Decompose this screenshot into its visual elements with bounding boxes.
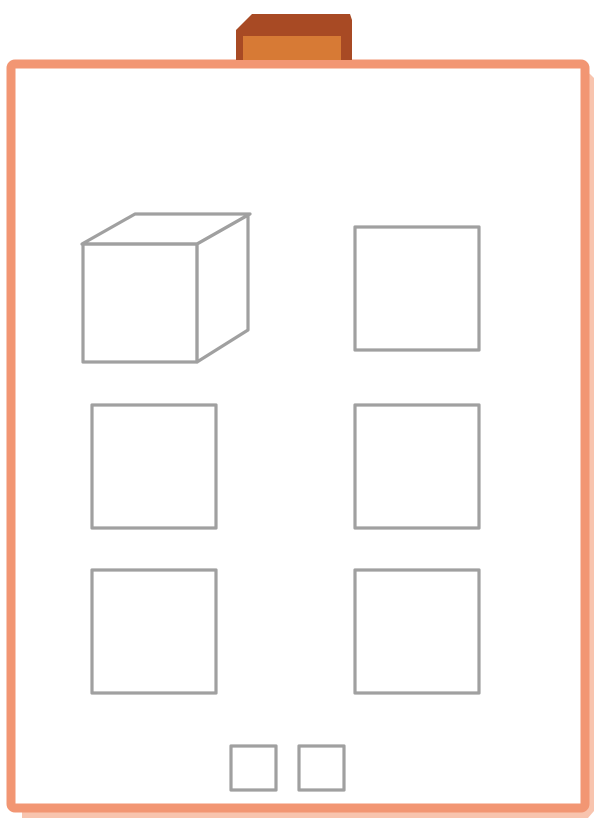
answer-box-2[interactable] bbox=[297, 744, 346, 792]
cube-front-face bbox=[81, 242, 199, 364]
square-shape-4 bbox=[90, 568, 218, 695]
square-shape-3 bbox=[353, 403, 481, 530]
clip-front bbox=[243, 36, 341, 60]
square-shape-2 bbox=[90, 403, 218, 530]
square-shape-5 bbox=[353, 568, 481, 695]
cube-shape bbox=[80, 212, 252, 364]
answer-box-1[interactable] bbox=[229, 744, 278, 792]
clipboard-clip-icon bbox=[236, 14, 352, 60]
square-shape-1 bbox=[353, 225, 481, 352]
clipboard-board bbox=[6, 59, 590, 813]
